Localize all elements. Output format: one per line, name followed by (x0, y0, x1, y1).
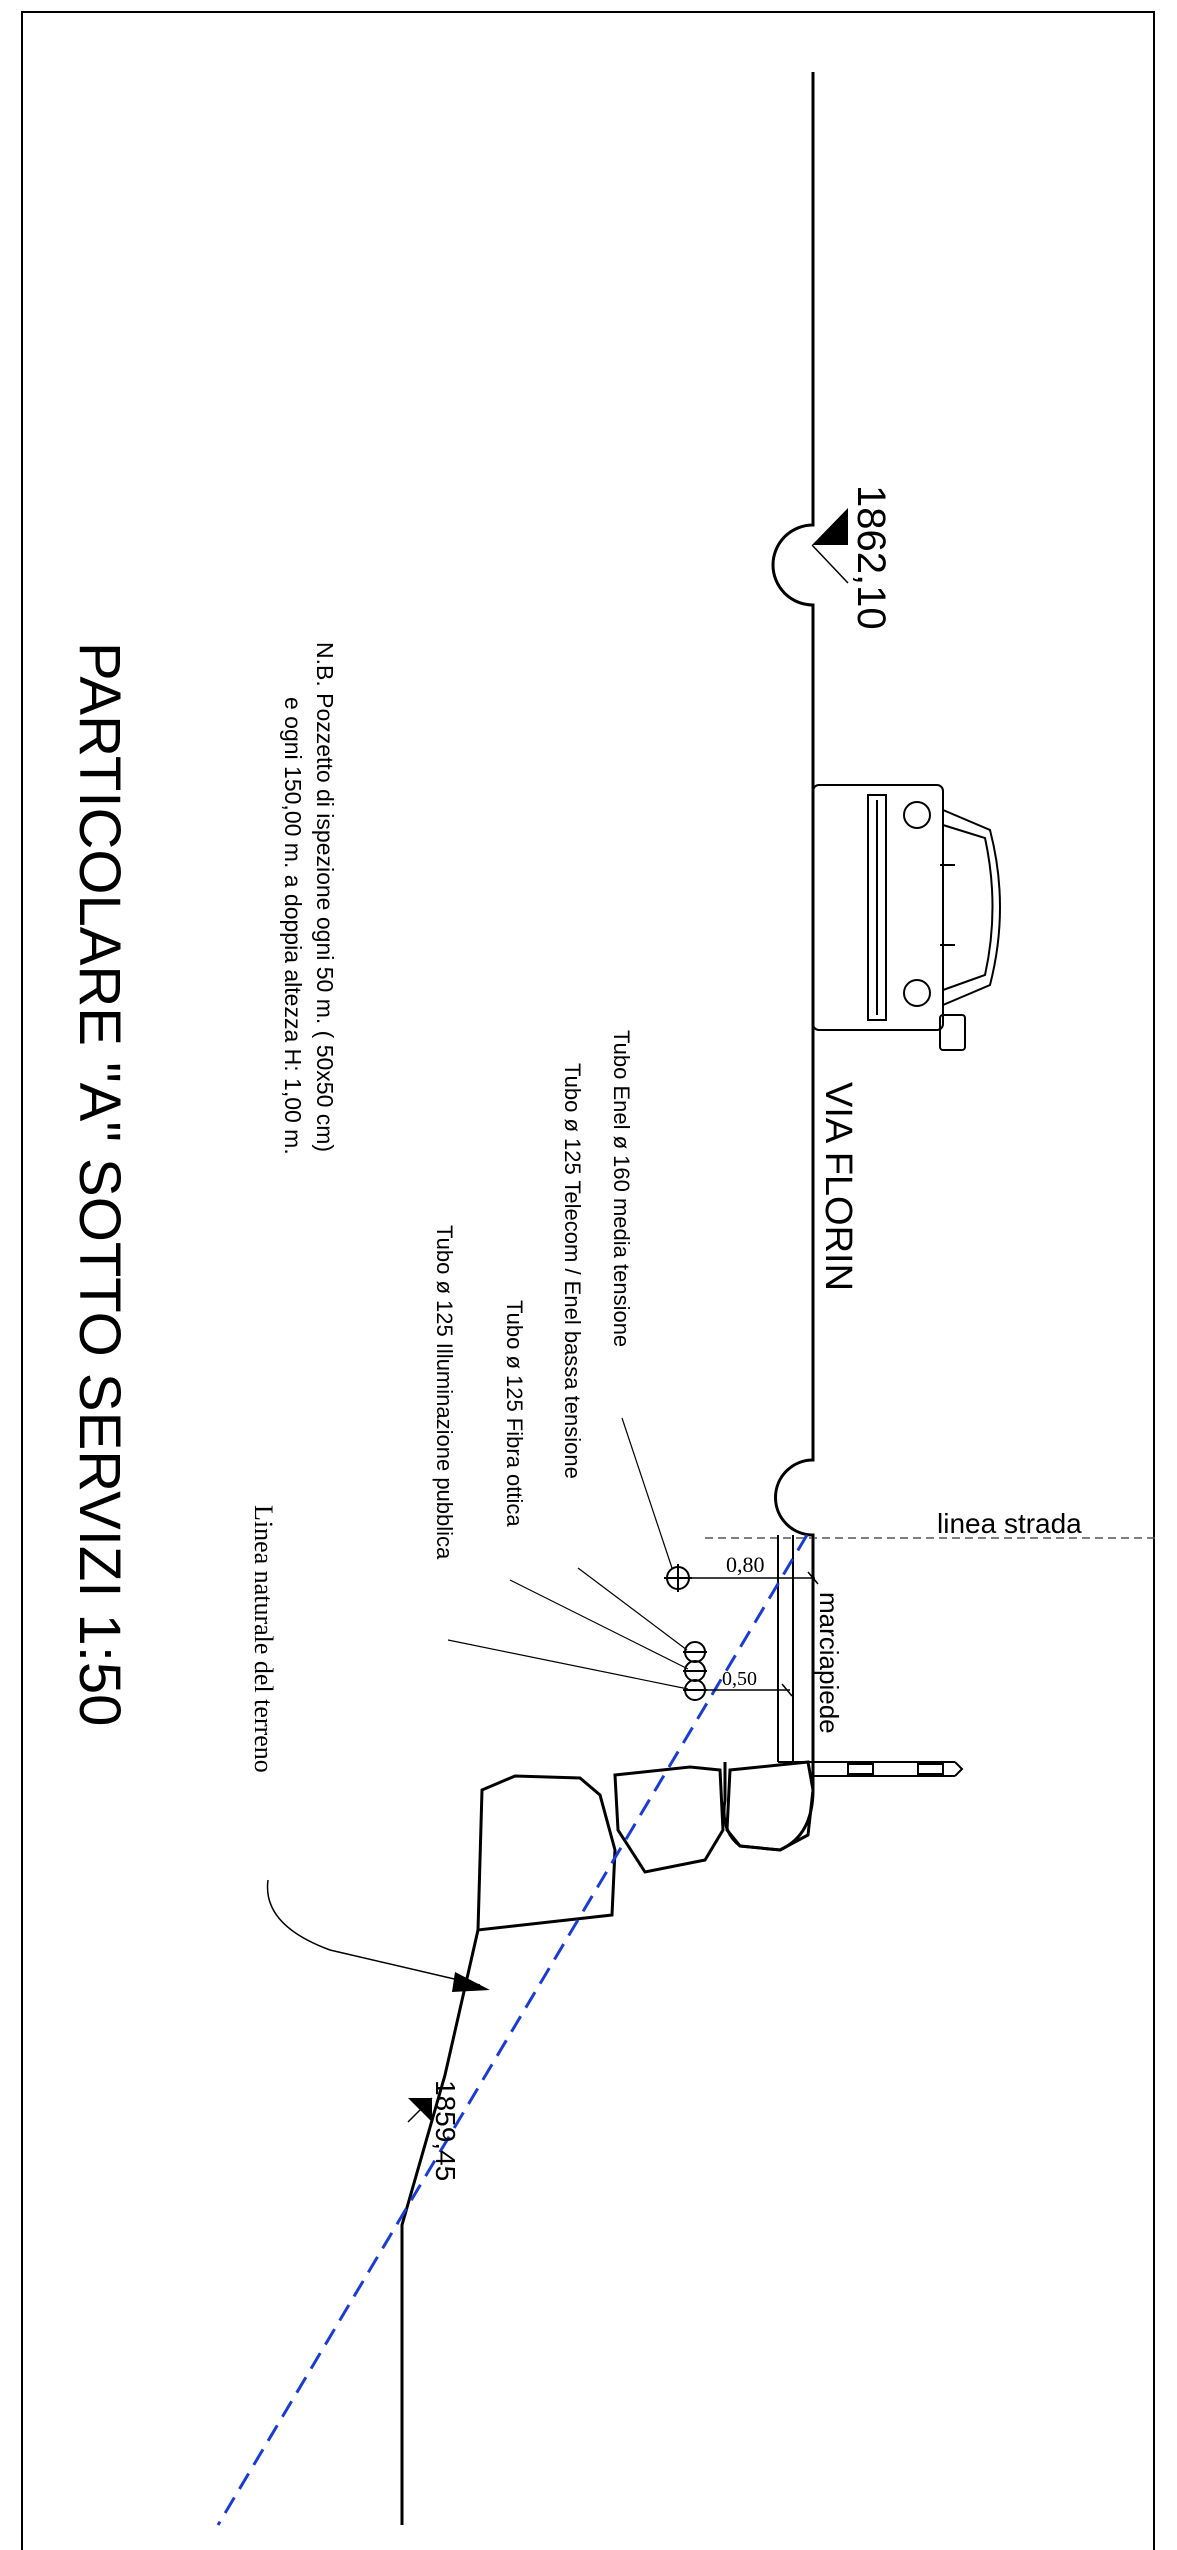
elevation-leader (811, 544, 849, 584)
elevation-marker-bottom: 1859,45 (407, 2080, 461, 2181)
elevation-bottom-label: 1859,45 (430, 2080, 461, 2181)
marciapiede-label: marciapiede (814, 1592, 844, 1734)
note-line-2: e ogni 150,00 m. a doppia altezza H: 1,0… (280, 697, 306, 1155)
pipe-label-fibra: Tubo ø 125 Fibra ottica (502, 1300, 527, 1527)
linea-naturale-label: Linea naturale del terreno (249, 1505, 278, 1773)
elevation-leader (407, 2097, 433, 2123)
pipe-fibra-125 (683, 1660, 707, 1682)
natural-terrain-dashed-line (216, 1534, 809, 2526)
pipe-enel-160 (664, 1564, 692, 1592)
pipe-illuminazione-125 (683, 1679, 707, 1701)
retaining-wall-stones (476, 1760, 815, 1932)
road-name: VIA FLORIN (817, 1082, 859, 1291)
pipes-group (664, 1564, 707, 1701)
linea-naturale-leader (266, 1879, 481, 1986)
guard-rail (813, 1761, 964, 1777)
elevation-top-label: 1862,10 (849, 485, 893, 630)
leader-arrow-icon (452, 1972, 490, 1992)
dimension-050: 0,50 (722, 1668, 757, 1690)
linea-strada-label: linea strada (937, 1508, 1082, 1539)
pipe-label-illuminazione: Tubo ø 125 Illuminazione pubblica (432, 1225, 457, 1560)
dimension-080: 0,80 (726, 1552, 765, 1577)
car-icon (812, 784, 1001, 1051)
pipe-telecom-125 (683, 1641, 707, 1663)
pipe-leaders (447, 1417, 689, 1690)
pipe-label-telecom: Tubo ø 125 Telecom / Enel bassa tensione (560, 1063, 585, 1479)
dimension-lines (690, 1571, 819, 1697)
drawing-frame (21, 11, 1155, 2550)
drawing-title: PARTICOLARE "A" SOTTO SERVIZI 1:50 (67, 642, 132, 1726)
pipe-label-enel: Tubo Enel ø 160 media tensione (609, 1030, 634, 1347)
road-surface-line (722, 72, 815, 1852)
sidewalk-section (777, 1535, 814, 1763)
ground-profile-line (400, 1929, 480, 2525)
elevation-triangle-icon (812, 508, 848, 545)
note-line-1: N.B. Pozzetto di ispezione ogni 50 m. ( … (312, 642, 338, 1152)
elevation-marker-top: 1862,10 (811, 485, 893, 630)
